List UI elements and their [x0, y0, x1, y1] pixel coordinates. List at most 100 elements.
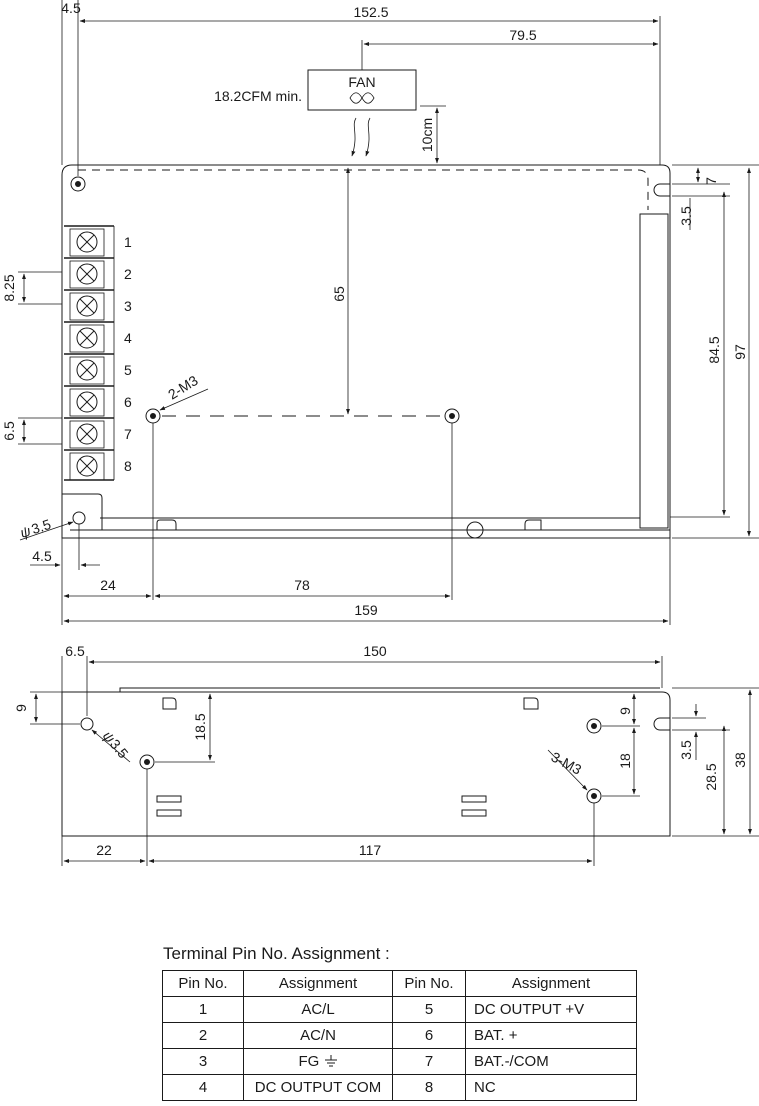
- screw-icon: [76, 295, 98, 317]
- pin-number: 5: [392, 996, 466, 1023]
- pin-assignment-table: Pin No. Assignment Pin No. Assignment 1 …: [162, 970, 637, 1101]
- side-dim-hole-spacing-v: 18: [617, 753, 633, 769]
- side-dim-mount-y: 18.5: [192, 713, 208, 740]
- table-header-row: Pin No. Assignment Pin No. Assignment: [162, 970, 637, 997]
- pin-number: 8: [392, 1074, 466, 1101]
- heatsink-rail: [639, 213, 669, 529]
- screw-icon: [76, 455, 98, 477]
- terminal-2: 2: [64, 257, 132, 289]
- pin-number: 7: [392, 1048, 466, 1075]
- dim-left-offset: 4.5: [61, 0, 81, 16]
- dim-fan-distance: 10cm: [419, 118, 435, 152]
- airflow-label: 18.2CFM min.: [214, 88, 302, 104]
- fan-icon: [349, 92, 375, 104]
- pin-number: 1: [162, 996, 244, 1023]
- dim-slot-offset: 3.5: [678, 206, 694, 226]
- dim-overall-top: 152.5: [353, 4, 388, 20]
- table-row: 4 DC OUTPUT COM 8 NC: [162, 1074, 637, 1101]
- pin-assignment: AC/L: [243, 996, 393, 1023]
- table-row: 3 FG 7 BAT.-/COM: [162, 1048, 637, 1075]
- side-dim-mount-x1: 22: [96, 842, 112, 858]
- dim-pin-pitch: 8.25: [1, 274, 17, 301]
- terminal-1: 1: [64, 225, 132, 257]
- dim-total-height: 97: [732, 344, 748, 360]
- side-dim-mount-height: 28.5: [703, 763, 719, 790]
- airflow-arrow-icon: [351, 117, 357, 157]
- pin-number: 2: [162, 1022, 244, 1049]
- side-dim-slot-offset: 3.5: [678, 740, 694, 760]
- screw-icon: [76, 391, 98, 413]
- side-right-slot: [653, 717, 670, 731]
- header-assignment: Assignment: [465, 970, 637, 997]
- pin-assignment: BAT.-/COM: [465, 1048, 637, 1075]
- top-inner-dashed: [78, 169, 649, 210]
- terminal-5: 5: [64, 353, 132, 385]
- dim-hole-dia: 3.5: [29, 516, 53, 537]
- dim-hole-offset: 4.5: [32, 548, 52, 564]
- fan-label: FAN: [348, 74, 375, 90]
- terminal-number: 3: [124, 298, 132, 314]
- terminal-4: 4: [64, 321, 132, 353]
- table-row: 2 AC/N 6 BAT. +: [162, 1022, 637, 1049]
- terminal-8: 8: [64, 449, 132, 481]
- terminal-3: 3: [64, 289, 132, 321]
- top-screw: [70, 176, 86, 192]
- terminal-number: 8: [124, 458, 132, 474]
- dim-total-width: 159: [354, 602, 378, 618]
- mount-label-side: 3-M3: [549, 749, 585, 778]
- side-dim-left-hole-y: 9: [13, 704, 29, 712]
- terminal-number: 5: [124, 362, 132, 378]
- header-pin-no: Pin No.: [162, 970, 244, 997]
- dim-hole-spacing: 78: [294, 577, 310, 593]
- pin-assignment: DC OUTPUT +V: [465, 996, 637, 1023]
- side-view: 6.5 150 9 ψ 3.5 18.5 9 18 3-M3: [13, 643, 759, 866]
- side-hole-left: [80, 717, 94, 731]
- side-dim-right-hole-y: 9: [617, 707, 633, 715]
- terminal-6: 6: [64, 385, 132, 417]
- pin-assignment: FG: [298, 1053, 320, 1070]
- table-row: 1 AC/L 5 DC OUTPUT +V: [162, 996, 637, 1023]
- side-dim-total-height: 38: [732, 752, 748, 768]
- dim-fan-offset: 79.5: [509, 27, 536, 43]
- side-view-outline: [61, 691, 671, 837]
- right-slot: [653, 183, 670, 197]
- top-view-outline: [61, 164, 671, 539]
- screw-icon: [76, 263, 98, 285]
- side-dim-overall: 150: [363, 643, 387, 659]
- terminal-number: 4: [124, 330, 132, 346]
- side-m3-hole-2: [586, 718, 602, 734]
- dia-symbol: ψ: [18, 522, 33, 540]
- terminal-number: 7: [124, 426, 132, 442]
- pin-number: 4: [162, 1074, 244, 1101]
- header-pin-no: Pin No.: [392, 970, 466, 997]
- side-dim-left-offset: 6.5: [65, 643, 85, 659]
- dim-terminal-depth: 6.5: [1, 421, 17, 441]
- header-assignment: Assignment: [243, 970, 393, 997]
- airflow-arrow-icon: [365, 117, 371, 157]
- pin-assignment: DC OUTPUT COM: [243, 1074, 393, 1101]
- pin-assignment: BAT. +: [465, 1022, 637, 1049]
- ground-icon: [324, 1055, 337, 1067]
- screw-icon: [76, 359, 98, 381]
- dim-mount-from-top: 65: [331, 286, 347, 302]
- dim-hole-x1: 24: [100, 577, 116, 593]
- terminal-number: 6: [124, 394, 132, 410]
- corner-bracket: [62, 493, 103, 530]
- side-dim-mount-spacing: 117: [359, 842, 382, 858]
- dim-inner-height: 84.5: [706, 336, 722, 363]
- terminal-number: 2: [124, 266, 132, 282]
- pin-table-title: Terminal Pin No. Assignment :: [163, 944, 390, 963]
- pin-assignment: AC/N: [243, 1022, 393, 1049]
- mounting-hole-left: [72, 511, 86, 525]
- dim-slot-width: 7: [703, 177, 719, 185]
- pin-number: 6: [392, 1022, 466, 1049]
- pin-number: 3: [162, 1048, 244, 1075]
- terminal-7: 7: [64, 417, 132, 449]
- screw-icon: [76, 231, 98, 253]
- terminal-block: 1 2 3 4 5 6 7 8: [64, 225, 132, 481]
- pin-assignment-fg: FG: [243, 1048, 393, 1075]
- screw-icon: [76, 423, 98, 445]
- terminal-number: 1: [124, 234, 132, 250]
- mount-label-top: 2-M3: [165, 372, 201, 403]
